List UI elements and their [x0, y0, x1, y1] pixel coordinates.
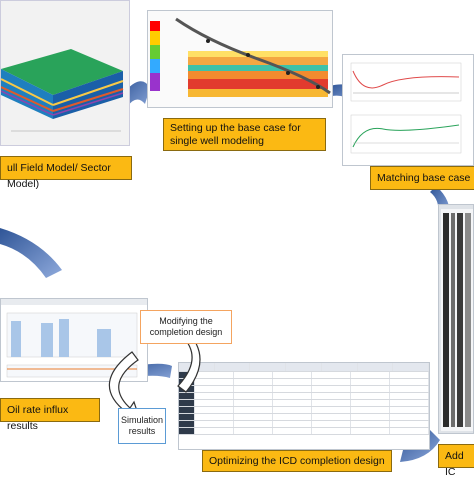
box-modifying-completion-design: Modifying the completion design	[140, 310, 232, 344]
label-full-field-model: ull Field Model/ Sector Model)	[0, 156, 132, 190]
arrow-left	[0, 228, 62, 278]
matching-plots-image	[342, 54, 474, 166]
box-simulation-results: Simulation results	[118, 408, 166, 444]
label-base-case: Setting up the base case for single well…	[163, 118, 326, 151]
icd-table-strip	[441, 209, 473, 431]
reservoir-3d-model	[1, 49, 124, 132]
label-add-icd: Add IC	[438, 444, 474, 478]
history-match-plots	[350, 62, 462, 154]
single-well-model-image	[147, 10, 333, 108]
label-optimizing-icd: Optimizing the ICD completion design	[202, 450, 392, 472]
full-field-model-image	[0, 0, 130, 146]
oil-rate-bars	[1, 299, 147, 378]
label-oil-rate-influx: Oil rate influx results	[0, 398, 100, 432]
optimizing-table-image	[178, 362, 430, 450]
label-matching-base-case: Matching base case	[370, 166, 474, 190]
add-icd-image	[438, 204, 474, 434]
well-trajectory-plot	[150, 17, 331, 97]
